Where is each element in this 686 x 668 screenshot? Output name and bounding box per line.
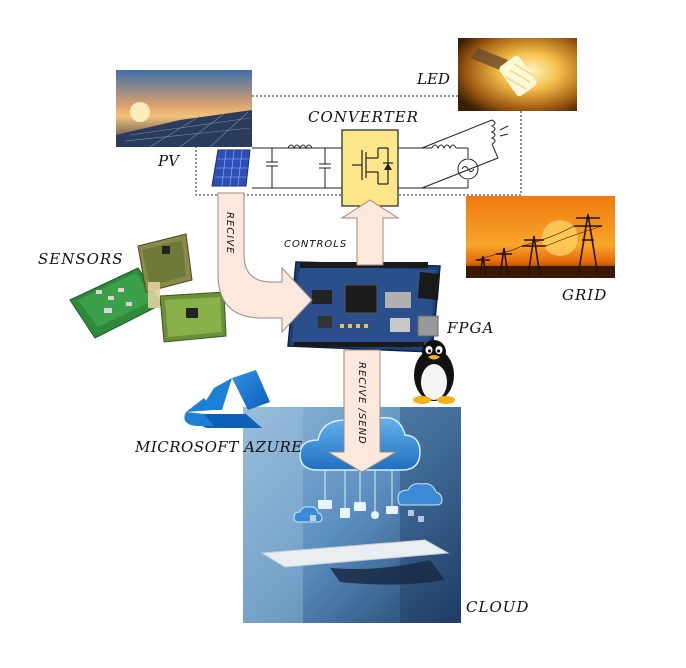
small-cloud-icon <box>397 483 443 506</box>
converter-block <box>341 129 399 207</box>
pv-photo <box>116 70 252 148</box>
sensors-label: SENSORS <box>38 250 124 268</box>
wifi-icon <box>371 511 379 519</box>
cloud-label: CLOUD <box>466 598 529 616</box>
controls-arrow <box>340 199 400 266</box>
sensors-photo <box>69 233 227 343</box>
tablet-surface <box>260 539 450 568</box>
controls-label: CONTROLS <box>284 239 347 250</box>
fpga-board-photo <box>287 261 441 353</box>
recive-send-label: RECIVE /SEND <box>356 362 367 445</box>
pv-label: PV <box>157 152 181 170</box>
led-photo <box>458 38 577 111</box>
tux-penguin-icon <box>413 340 455 404</box>
tablet-icon <box>386 506 398 514</box>
recive-send-arrow <box>326 349 398 473</box>
led-label: LED <box>416 70 450 88</box>
grid-photo <box>466 196 615 278</box>
azure-label: MICROSOFT AZURE <box>134 438 303 456</box>
recive-label: RECIVE <box>224 212 235 254</box>
monitor-icon <box>318 500 332 509</box>
recive-arrow <box>217 192 313 334</box>
laptop-icon <box>354 502 366 511</box>
ac-source-icon <box>457 158 479 180</box>
fpga-label: FPGA <box>446 319 494 337</box>
azure-logo-icon <box>184 370 270 428</box>
grid-label: GRID <box>562 286 607 304</box>
power-circuit <box>211 119 509 189</box>
phone-icon <box>340 508 350 518</box>
hand-silhouette <box>330 560 445 585</box>
converter-label: CONVERTER <box>308 108 419 126</box>
